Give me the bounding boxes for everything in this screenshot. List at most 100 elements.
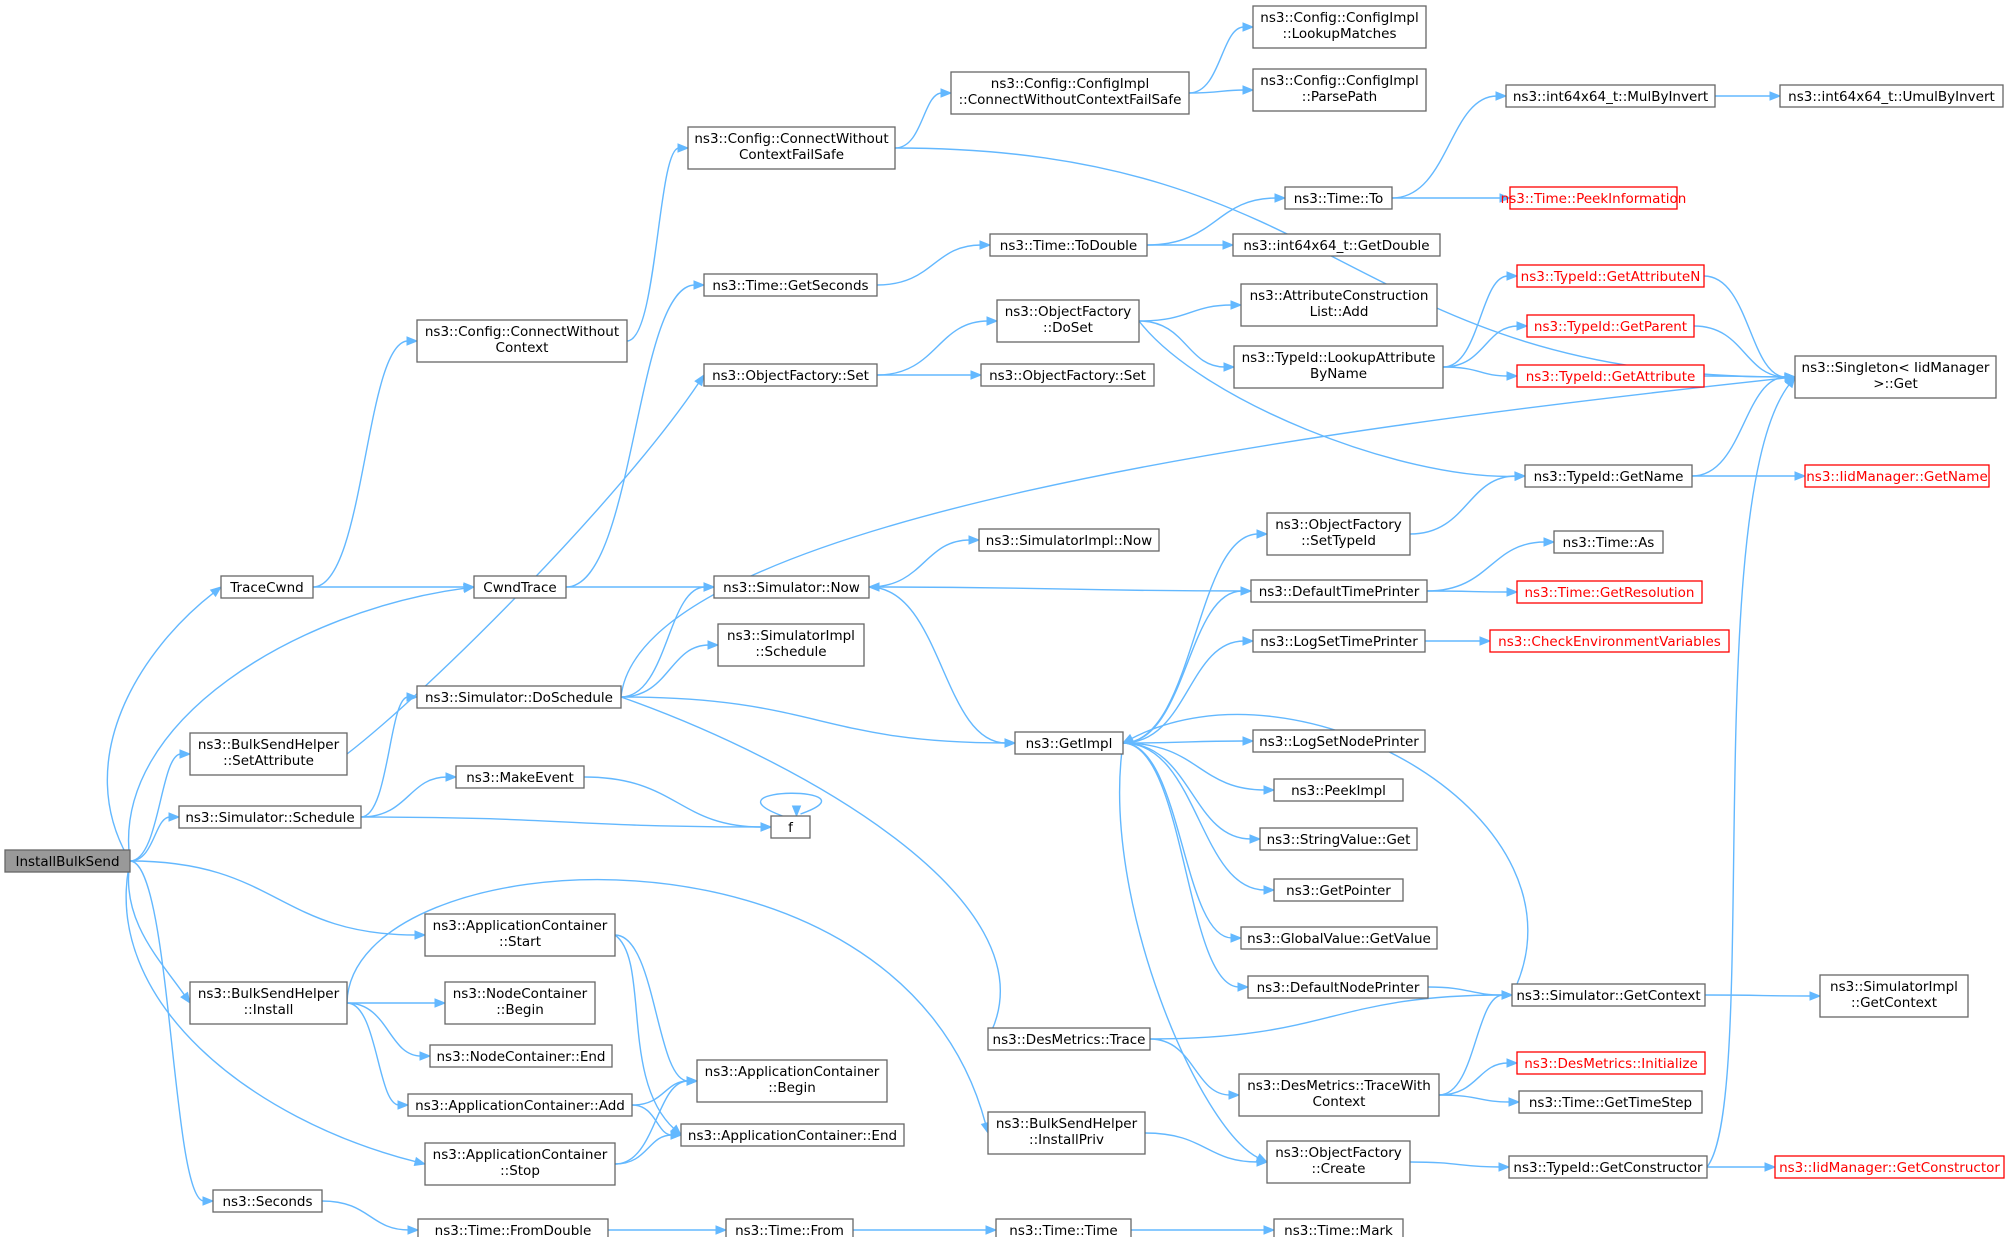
- graph-node[interactable]: ns3::ApplicationContainer::Start: [424, 913, 616, 957]
- graph-node[interactable]: ns3::Simulator::GetContext: [1511, 983, 1706, 1007]
- graph-node[interactable]: ns3::TypeId::GetParent: [1526, 314, 1695, 338]
- graph-node[interactable]: InstallBulkSend: [4, 849, 131, 873]
- graph-node[interactable]: ns3::TypeId::GetName: [1524, 464, 1693, 488]
- graph-node[interactable]: ns3::TypeId::GetAttributeN: [1516, 264, 1705, 288]
- edge-arrowhead: [1256, 529, 1269, 539]
- graph-node[interactable]: ns3::Time::GetResolution: [1516, 580, 1703, 604]
- graph-node[interactable]: ns3::Simulator::DoSchedule: [416, 685, 622, 709]
- graph-node[interactable]: ns3::ObjectFactory::Create: [1266, 1140, 1411, 1184]
- edge-arrowhead: [1514, 471, 1527, 481]
- graph-node[interactable]: ns3::int64x64_t::MulByInvert: [1505, 84, 1716, 108]
- graph-node[interactable]: ns3::TypeId::GetConstructor: [1508, 1155, 1708, 1179]
- graph-node[interactable]: ns3::SimulatorImpl::Schedule: [717, 623, 865, 667]
- graph-node[interactable]: ns3::Time::ToDouble: [989, 233, 1148, 257]
- graph-node[interactable]: ns3::LogSetNodePrinter: [1252, 729, 1426, 753]
- edge-arrowhead: [168, 812, 181, 822]
- node-label: ns3::DefaultNodePrinter: [1257, 980, 1420, 996]
- graph-node[interactable]: ns3::Time::GetTimeStep: [1518, 1090, 1703, 1114]
- graph-node[interactable]: ns3::DefaultNodePrinter: [1247, 975, 1429, 999]
- graph-node[interactable]: ns3::NodeContainer::End: [429, 1044, 613, 1068]
- edge-n13-n14: [1147, 240, 1235, 250]
- graph-node[interactable]: ns3::GetImpl: [1014, 731, 1124, 755]
- graph-node[interactable]: ns3::BulkSendHelper::InstallPriv: [987, 1111, 1146, 1155]
- graph-node[interactable]: ns3::DefaultTimePrinter: [1250, 579, 1428, 603]
- graph-node[interactable]: ns3::Time::From: [725, 1218, 854, 1237]
- graph-node[interactable]: ns3::Time::FromDouble: [417, 1218, 609, 1237]
- graph-node[interactable]: ns3::Config::ConfigImpl::ConnectWithoutC…: [950, 71, 1190, 115]
- edge-n49-n56: [346, 1002, 410, 1110]
- graph-node[interactable]: ns3::ObjectFactory::SetTypeId: [1266, 512, 1411, 556]
- edge-n19-n17: [1442, 271, 1519, 368]
- graph-node[interactable]: ns3::Time::Time: [995, 1218, 1132, 1237]
- graph-node[interactable]: TraceCwnd: [220, 575, 314, 599]
- graph-node[interactable]: ns3::ApplicationContainer::Begin: [696, 1059, 888, 1103]
- graph-node[interactable]: ns3::Time::To: [1284, 186, 1393, 210]
- graph-node[interactable]: ns3::ObjectFactory::DoSet: [996, 299, 1140, 343]
- edge-line: [1130, 713, 1529, 996]
- node-label: ns3::BulkSendHelper: [198, 986, 340, 1002]
- edge-arrowhead: [1004, 738, 1017, 748]
- edge-n67-n68: [852, 1225, 998, 1235]
- edge-arrowhead: [413, 1156, 427, 1167]
- graph-node[interactable]: ns3::GlobalValue::GetValue: [1240, 926, 1438, 950]
- graph-node[interactable]: ns3::NodeContainer::Begin: [444, 981, 596, 1025]
- edge-arrowhead: [397, 1100, 410, 1110]
- graph-node[interactable]: ns3::SimulatorImpl::Now: [978, 528, 1160, 552]
- edge-line: [614, 934, 689, 1082]
- graph-node[interactable]: ns3::MakeEvent: [455, 765, 585, 789]
- graph-node[interactable]: ns3::Time::As: [1553, 530, 1664, 554]
- graph-node[interactable]: f: [770, 815, 811, 839]
- graph-node[interactable]: ns3::Time::GetSeconds: [703, 273, 878, 297]
- edge-n29-n26: [868, 535, 981, 588]
- edge-line: [1122, 742, 1252, 840]
- graph-node[interactable]: ns3::ApplicationContainer::Stop: [424, 1142, 616, 1186]
- edge-line: [583, 776, 763, 828]
- node-box: [1232, 233, 1441, 257]
- edge-arrowhead: [694, 373, 705, 387]
- graph-node[interactable]: ns3::ObjectFactory::Set: [703, 363, 878, 387]
- graph-node[interactable]: ns3::int64x64_t::UmulByInvert: [1779, 84, 2004, 108]
- node-label: ns3::int64x64_t::UmulByInvert: [1788, 89, 1995, 105]
- graph-node[interactable]: ns3::Time::PeekInformation: [1501, 186, 1687, 210]
- graph-node[interactable]: ns3::DesMetrics::Initialize: [1516, 1051, 1706, 1075]
- graph-node[interactable]: ns3::Singleton< IidManager>::Get: [1794, 355, 1997, 399]
- node-box: [189, 732, 348, 776]
- graph-node[interactable]: CwndTrace: [473, 575, 567, 599]
- graph-node[interactable]: ns3::IidManager::GetConstructor: [1774, 1155, 2005, 1179]
- graph-node[interactable]: ns3::DesMetrics::Trace: [987, 1027, 1151, 1051]
- graph-node[interactable]: ns3::Seconds: [212, 1189, 323, 1213]
- graph-node[interactable]: ns3::Simulator::Schedule: [178, 805, 362, 829]
- graph-node[interactable]: ns3::IidManager::GetName: [1804, 464, 1990, 488]
- graph-node[interactable]: ns3::SimulatorImpl::GetContext: [1819, 974, 1969, 1018]
- graph-node[interactable]: ns3::ApplicationContainer::End: [680, 1123, 905, 1147]
- graph-node[interactable]: ns3::int64x64_t::GetDouble: [1232, 233, 1441, 257]
- graph-node[interactable]: ns3::Config::ConnectWithoutContextFailSa…: [687, 126, 896, 170]
- graph-node[interactable]: ns3::Simulator::Now: [713, 575, 870, 599]
- edge-n5-n7: [1188, 85, 1255, 95]
- graph-node[interactable]: ns3::StringValue::Get: [1259, 827, 1418, 851]
- graph-node[interactable]: ns3::TypeId::GetAttribute: [1516, 364, 1705, 388]
- graph-node[interactable]: ns3::BulkSendHelper::Install: [189, 981, 348, 1025]
- graph-node[interactable]: ns3::Config::ConnectWithoutContext: [416, 319, 628, 363]
- graph-node[interactable]: ns3::Config::ConfigImpl::ParsePath: [1252, 68, 1427, 112]
- graph-node[interactable]: ns3::ApplicationContainer::Add: [407, 1093, 633, 1117]
- graph-node[interactable]: ns3::Time::Mark: [1273, 1218, 1404, 1237]
- node-label: ByName: [1310, 366, 1367, 382]
- graph-node[interactable]: ns3::ObjectFactory::Set: [980, 363, 1155, 387]
- node-label: ns3::TypeId::LookupAttribute: [1242, 350, 1436, 366]
- node-box: [770, 815, 811, 839]
- graph-node[interactable]: ns3::GetPointer: [1273, 878, 1404, 902]
- node-box: [1516, 364, 1705, 388]
- edge-arrowhead: [1242, 22, 1255, 32]
- graph-node[interactable]: ns3::CheckEnvironmentVariables: [1489, 629, 1730, 653]
- edge-line: [759, 792, 823, 817]
- edge-line: [129, 860, 205, 1202]
- graph-node[interactable]: ns3::Config::ConfigImpl::LookupMatches: [1252, 5, 1427, 49]
- graph-node[interactable]: ns3::LogSetTimePrinter: [1252, 629, 1426, 653]
- node-label: ::Schedule: [755, 644, 826, 660]
- graph-node[interactable]: ns3::BulkSendHelper::SetAttribute: [189, 732, 348, 776]
- graph-node[interactable]: ns3::PeekImpl: [1273, 778, 1404, 802]
